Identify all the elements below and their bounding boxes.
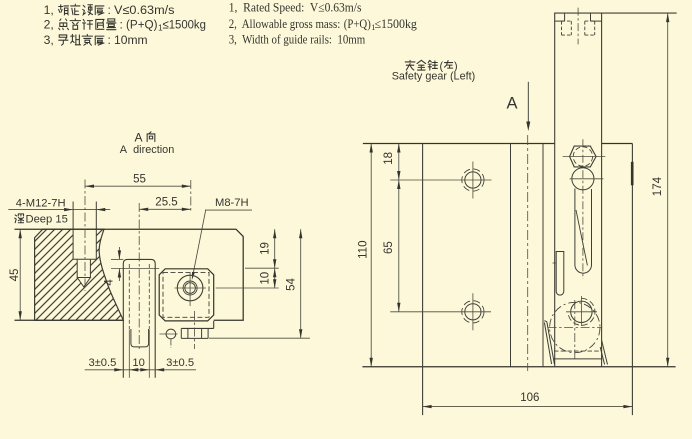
svg-text:): ) — [454, 60, 458, 72]
svg-text:A: A — [135, 130, 143, 144]
svg-text:18: 18 — [383, 152, 395, 165]
svg-text:10: 10 — [259, 272, 271, 285]
svg-text:10mm: 10mm — [114, 33, 148, 47]
svg-text:V≤0.63m/s: V≤0.63m/s — [114, 3, 175, 17]
svg-text:A direction: A direction — [120, 144, 175, 156]
svg-text:≤1500kg: ≤1500kg — [163, 18, 206, 32]
svg-text:Safety gear (Left): Safety gear (Left) — [392, 71, 476, 83]
svg-text:1: 1 — [371, 22, 375, 32]
svg-text:3, Width of guide rails: 10m: 3, Width of guide rails: 10mm — [229, 33, 366, 47]
svg-text:3±0.5: 3±0.5 — [166, 357, 194, 369]
svg-text:10: 10 — [132, 357, 144, 369]
svg-text:1,: 1, — [44, 3, 54, 17]
svg-text:1, Rated Speed: V≤0.63m/s: 1, Rated Speed: V≤0.63m/s — [229, 1, 362, 15]
svg-text:(P+Q): (P+Q) — [344, 17, 371, 31]
svg-text:2,: 2, — [44, 18, 54, 32]
svg-text:≤1500kg: ≤1500kg — [375, 17, 417, 31]
svg-text:Deep 15: Deep 15 — [26, 213, 68, 225]
svg-text:3,: 3, — [44, 33, 54, 47]
svg-text:4-M12-7H: 4-M12-7H — [16, 197, 66, 209]
svg-text:1: 1 — [158, 23, 163, 33]
svg-text:3±0.5: 3±0.5 — [88, 357, 116, 369]
svg-text:65: 65 — [383, 241, 395, 254]
svg-text:55: 55 — [133, 173, 146, 185]
svg-text:2, Allowable gross mass:: 2, Allowable gross mass: — [229, 17, 343, 31]
svg-text:45: 45 — [9, 269, 21, 282]
svg-text::: : — [108, 3, 111, 17]
svg-text:4: 4 — [104, 279, 116, 286]
svg-text:(: ( — [440, 60, 444, 72]
svg-text:19: 19 — [259, 242, 271, 255]
svg-text:M8-7H: M8-7H — [215, 197, 249, 209]
svg-text::: : — [120, 18, 123, 32]
svg-text::: : — [108, 33, 111, 47]
svg-text:25.5: 25.5 — [155, 196, 177, 208]
svg-text:(P+Q): (P+Q) — [126, 18, 158, 32]
svg-text:174: 174 — [652, 176, 664, 196]
svg-text:A: A — [507, 95, 518, 113]
svg-text:110: 110 — [357, 241, 369, 259]
svg-text:54: 54 — [286, 278, 298, 291]
svg-text:106: 106 — [520, 392, 539, 404]
